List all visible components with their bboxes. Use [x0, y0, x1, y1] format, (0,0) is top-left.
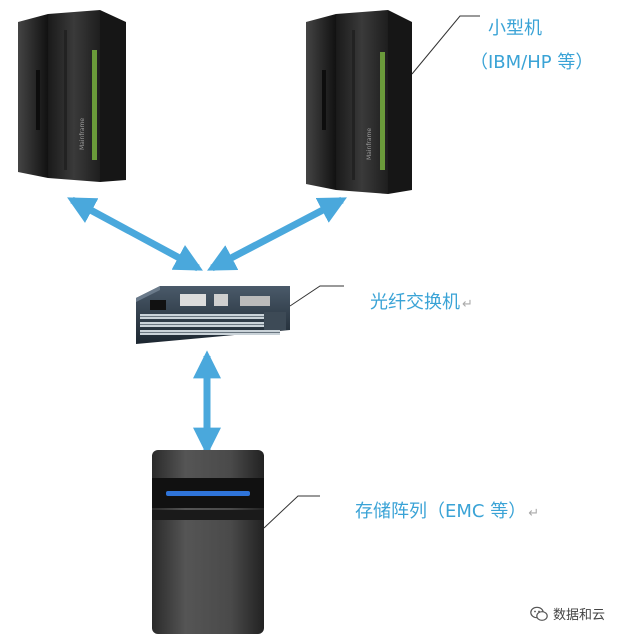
switch-leader-line: [289, 285, 344, 307]
minicomputer-label: 小型机: [488, 18, 542, 39]
minicomputer-leader-line: [411, 15, 480, 75]
server-brand-right: Mainframe: [366, 128, 373, 160]
wechat-icon: [530, 606, 548, 621]
storage-array: [152, 450, 264, 634]
server-brand-left: Mainframe: [79, 118, 86, 150]
fibre-switch: [136, 286, 290, 344]
arrow-right-server-switch: [207, 196, 347, 272]
storage-array-label: 存储阵列（EMC 等）↵: [355, 501, 540, 522]
minicomputer-sub-label: （IBM/HP 等）: [470, 52, 594, 73]
fibre-switch-label: 光纤交换机↵: [370, 292, 473, 313]
arrow-left-server-switch: [67, 196, 203, 272]
return-mark: ↵: [462, 297, 473, 312]
mainframe-server-left: Mainframe: [18, 10, 126, 182]
return-mark: ↵: [528, 506, 540, 521]
storage-leader-line: [263, 495, 320, 529]
watermark-text: 数据和云: [553, 608, 606, 623]
mainframe-server-right: Mainframe: [306, 10, 412, 194]
watermark: 数据和云: [530, 604, 605, 623]
